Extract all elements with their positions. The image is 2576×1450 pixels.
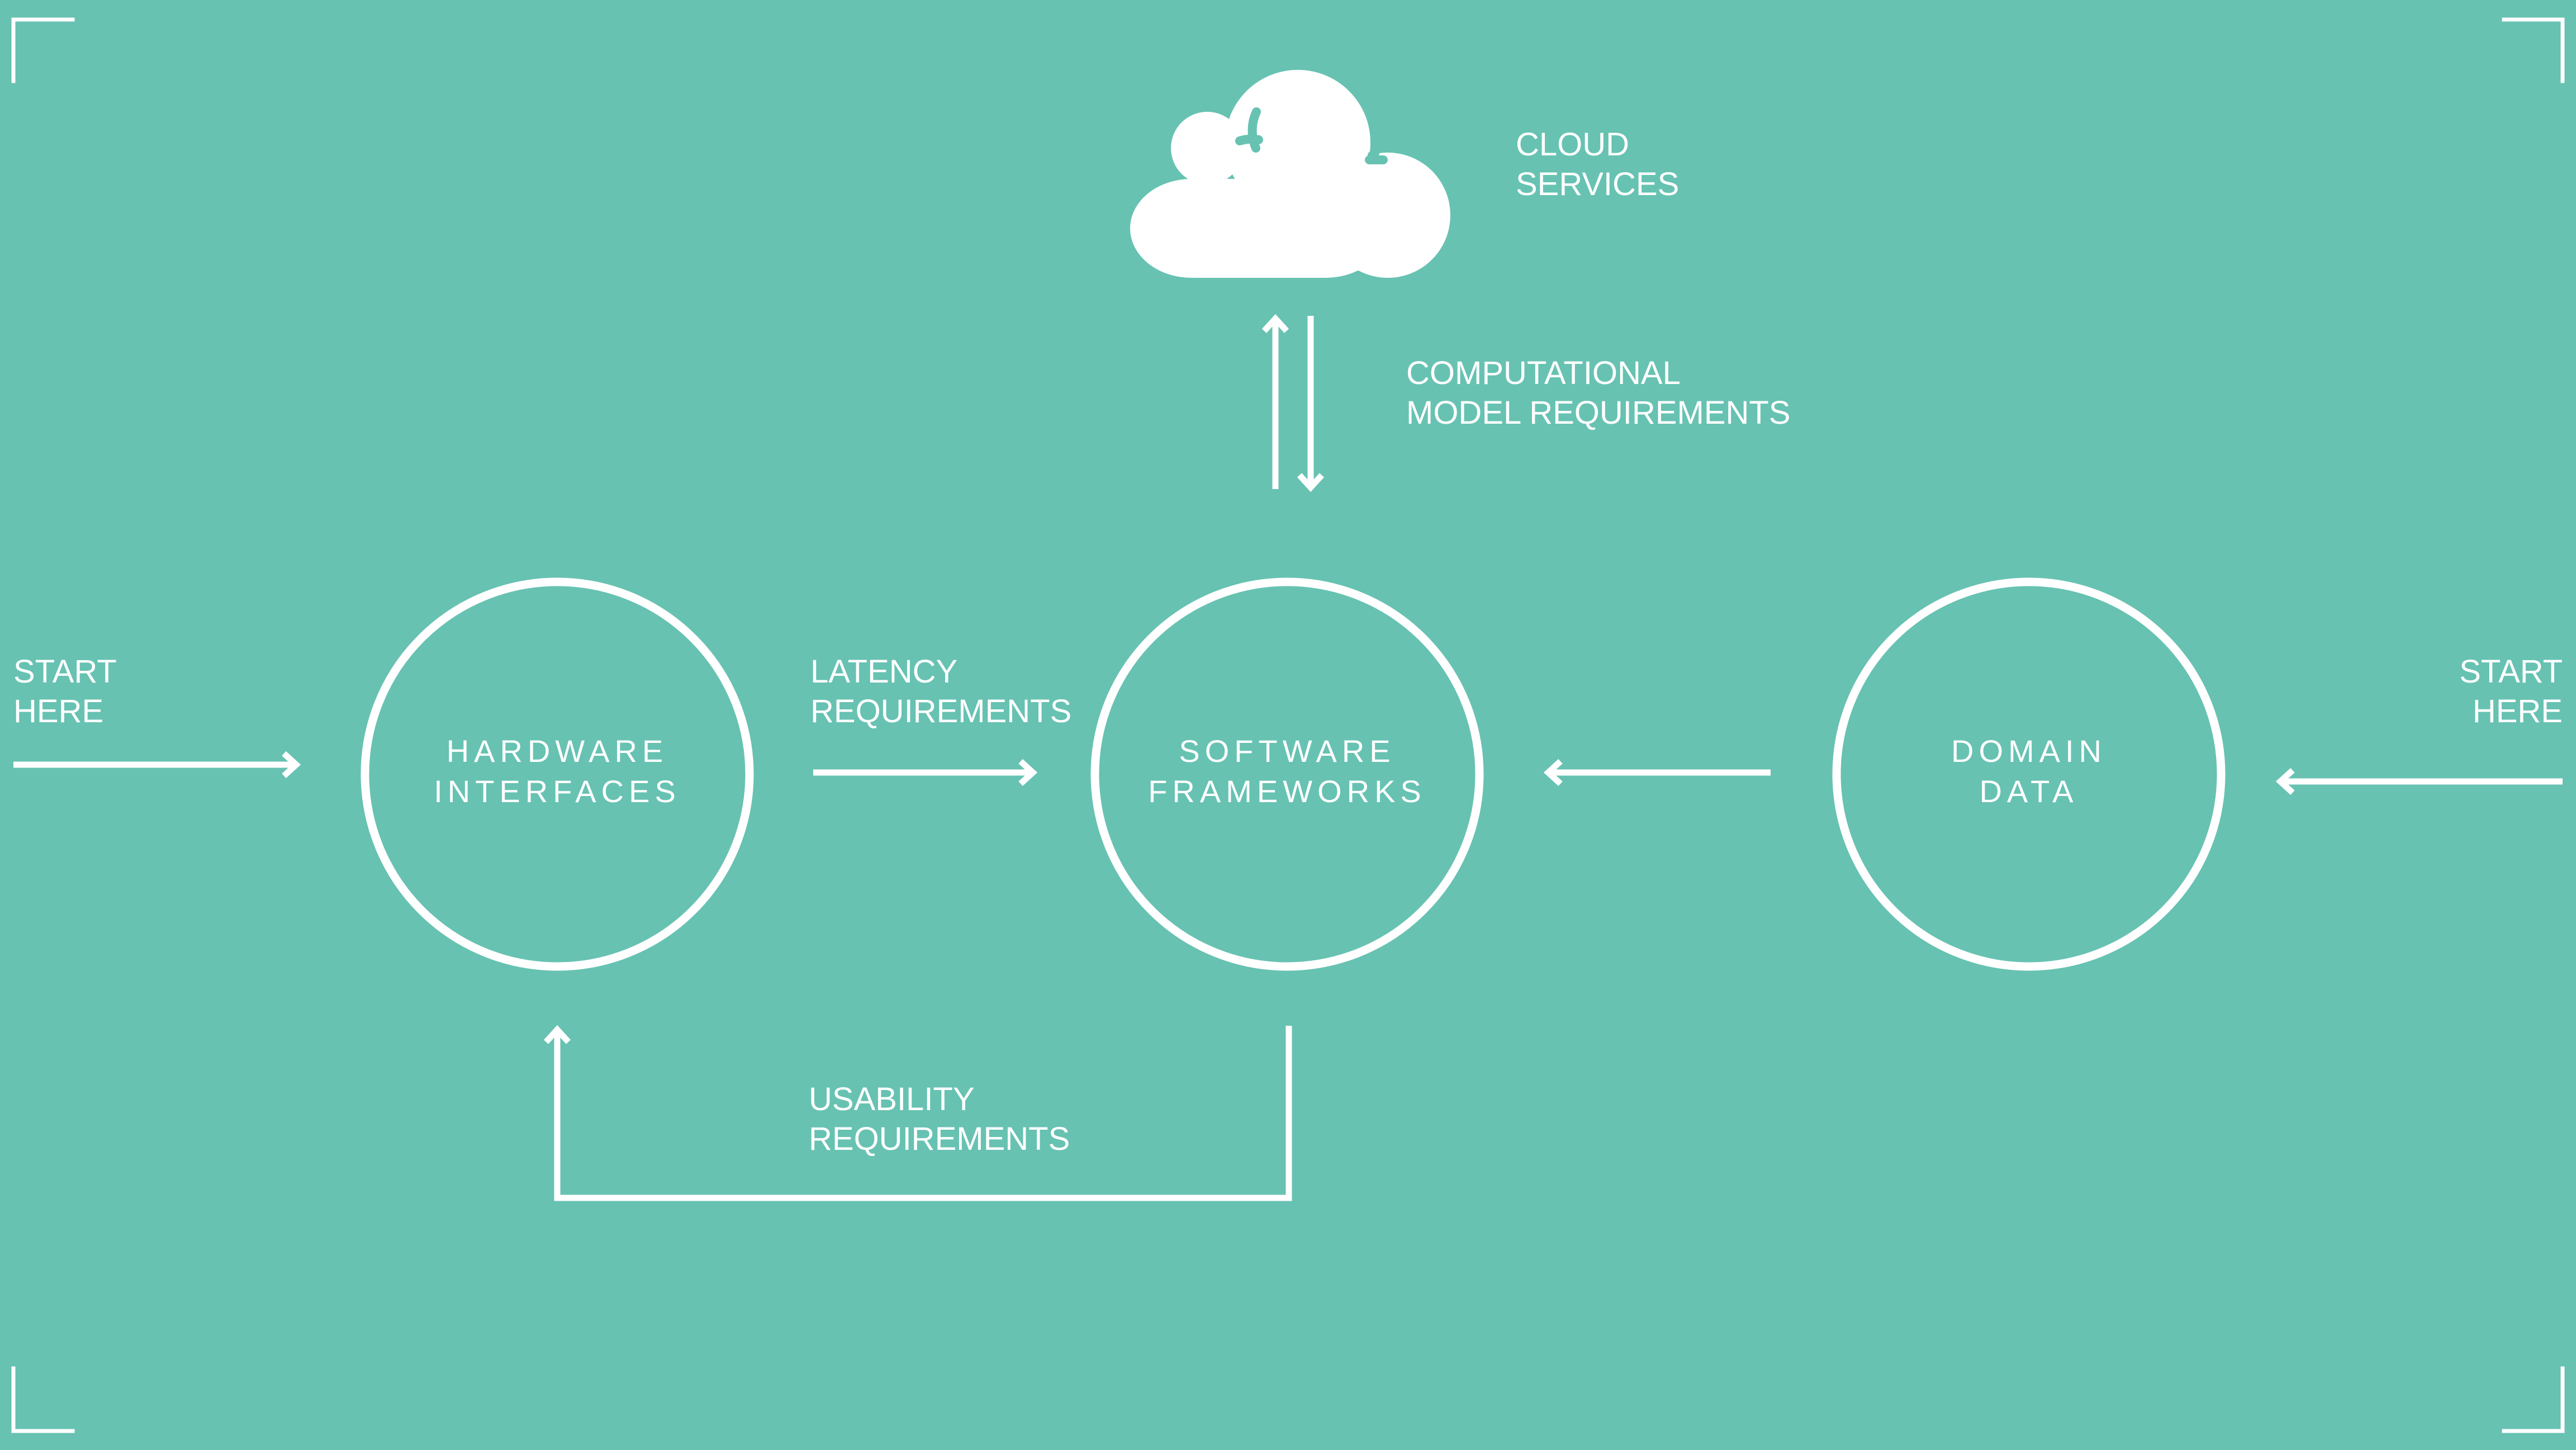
- software-frameworks-label: SOFTWARE FRAMEWORKS: [1147, 731, 1427, 812]
- hardware-label-line2: INTERFACES: [434, 774, 681, 809]
- computational-label-line2: MODEL REQUIREMENTS: [1406, 395, 1791, 431]
- latency-label-line1: LATENCY: [810, 653, 958, 690]
- hardware-interfaces-node: [360, 577, 754, 971]
- corner-bracket-top-right: [2502, 17, 2565, 83]
- domain-label-line2: DATA: [1979, 774, 2079, 809]
- start-here-left-label: START HERE: [13, 652, 117, 731]
- start-left-arrow: [13, 751, 301, 779]
- hardware-label-line1: HARDWARE: [446, 733, 668, 769]
- domain-label-line1: DOMAIN: [1951, 733, 2107, 769]
- start-right-line1: START: [2459, 653, 2563, 690]
- corner-bracket-bottom-left: [11, 1366, 75, 1433]
- usability-requirements-label: USABILITY REQUIREMENTS: [809, 1079, 1070, 1159]
- start-left-line1: START: [13, 653, 117, 690]
- corner-bracket-bottom-right: [2502, 1366, 2565, 1433]
- latency-requirements-label: LATENCY REQUIREMENTS: [810, 652, 1071, 731]
- cloud-label-line2: SERVICES: [1516, 166, 1680, 202]
- usability-feedback-arrow: [543, 1025, 1292, 1201]
- start-here-right-label: START HERE: [2395, 652, 2563, 731]
- software-label-line1: SOFTWARE: [1179, 733, 1396, 769]
- domain-to-software-arrow: [1543, 759, 1771, 786]
- software-to-cloud-arrow: [1261, 314, 1289, 489]
- corner-bracket-top-left: [11, 17, 75, 83]
- start-right-line2: HERE: [2472, 693, 2563, 729]
- hardware-interfaces-label: HARDWARE INTERFACES: [418, 731, 697, 812]
- domain-data-label: DOMAIN DATA: [1889, 731, 2169, 812]
- cloud-icon: [1130, 70, 1450, 278]
- usability-label-line2: REQUIREMENTS: [809, 1121, 1070, 1157]
- software-frameworks-node: [1090, 577, 1484, 971]
- computational-requirements-label: COMPUTATIONAL MODEL REQUIREMENTS: [1406, 353, 1790, 433]
- usability-label-line1: USABILITY: [809, 1081, 975, 1117]
- cloud-label-line1: CLOUD: [1516, 126, 1630, 163]
- domain-data-node: [1832, 577, 2226, 971]
- start-right-arrow: [2275, 767, 2563, 795]
- start-left-line2: HERE: [13, 693, 104, 729]
- latency-label-line2: REQUIREMENTS: [810, 693, 1072, 729]
- cloud-services-label: CLOUD SERVICES: [1516, 125, 1679, 204]
- latency-arrow: [813, 759, 1038, 786]
- software-label-line2: FRAMEWORKS: [1148, 774, 1426, 809]
- computational-label-line1: COMPUTATIONAL: [1406, 355, 1681, 391]
- cloud-to-software-arrow: [1297, 316, 1325, 492]
